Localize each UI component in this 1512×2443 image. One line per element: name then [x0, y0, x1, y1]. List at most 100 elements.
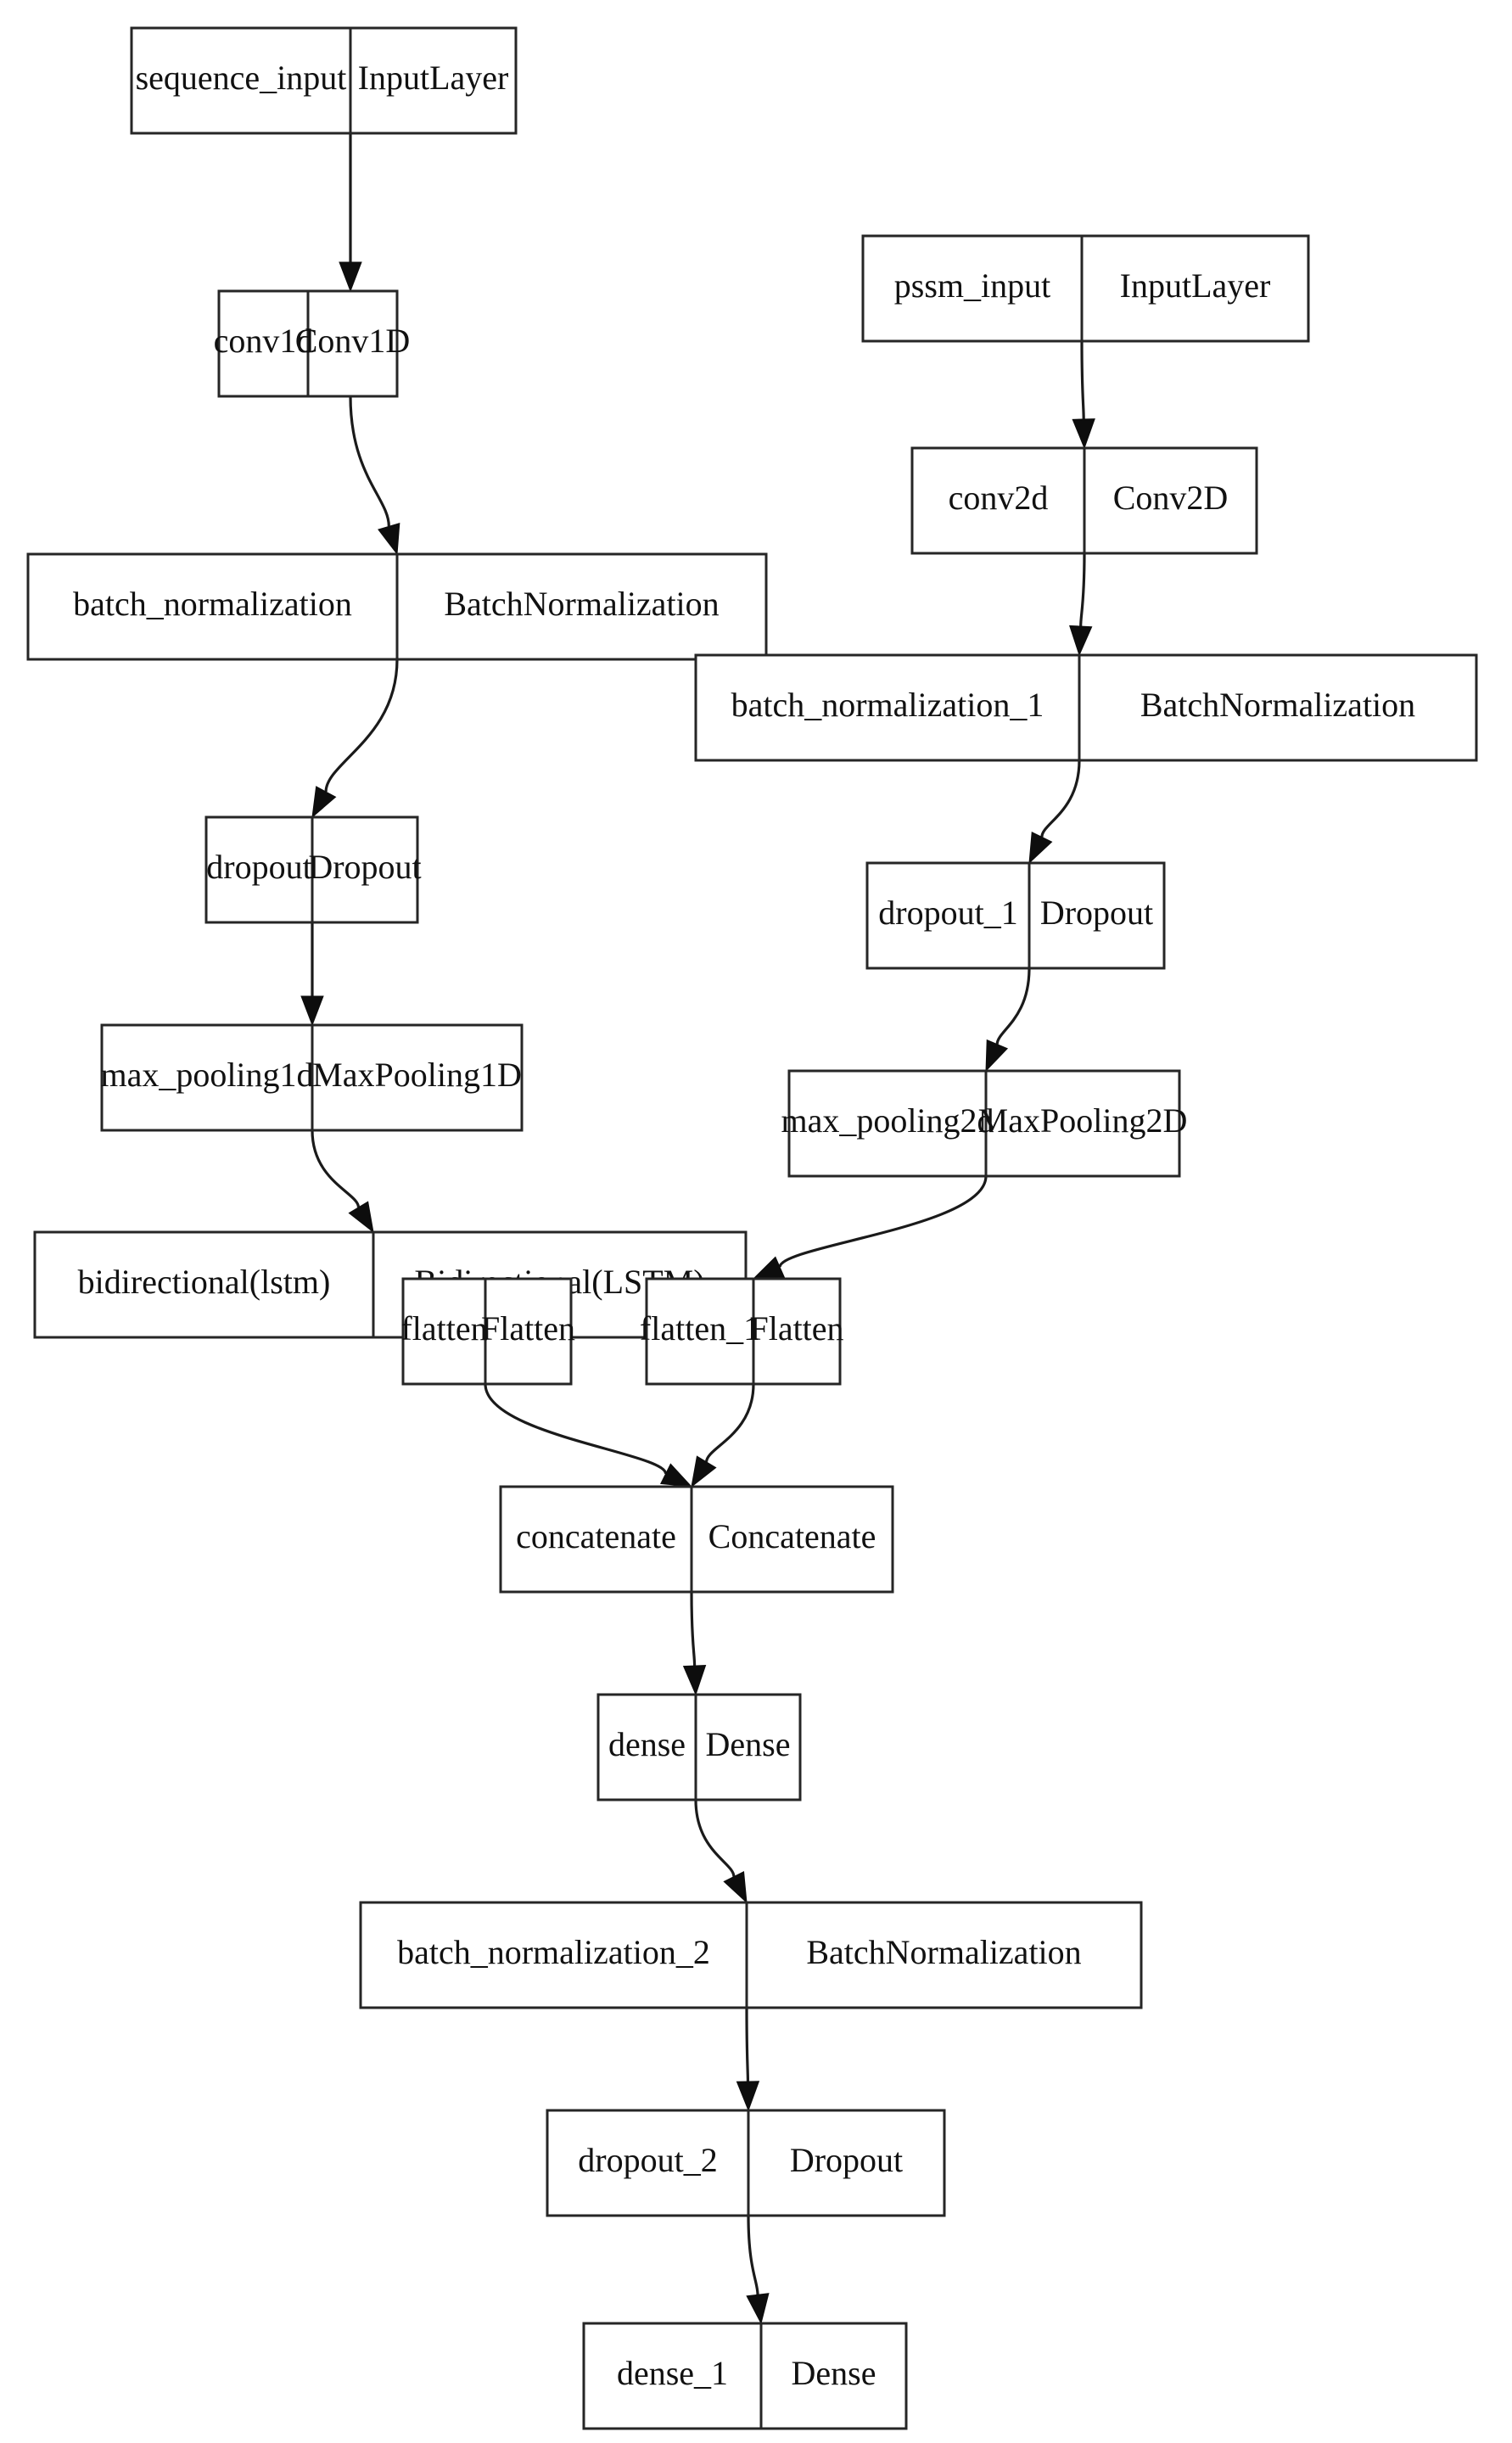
layer-node-dense_1[interactable]: dense_1 Dense	[582, 2322, 908, 2430]
edge-dropout_2-to-dense_1	[746, 2215, 770, 2325]
layer-name-label: dense_1	[617, 2354, 728, 2392]
edge-line	[778, 1175, 988, 1268]
layer-name-label: dropout_2	[578, 2141, 717, 2179]
layer-type-label: MaxPooling1D	[312, 1056, 522, 1094]
layer-node-border	[401, 1277, 573, 1386]
edge-line	[694, 1799, 736, 1877]
layer-node-border	[787, 1069, 1181, 1178]
layer-node-border	[130, 26, 518, 135]
layer-name-label: max_pooling1d	[100, 1056, 313, 1094]
layer-node-border	[694, 653, 1478, 762]
layer-name-label: flatten_1	[640, 1309, 760, 1348]
arrowhead-icon	[1072, 418, 1095, 450]
layer-node-pssm_input[interactable]: pssm_input InputLayer	[861, 234, 1310, 343]
layer-node-batch_normalization[interactable]: batch_normalization BatchNormalization	[26, 552, 768, 661]
layer-node-border	[359, 1901, 1143, 2009]
layer-node-dropout_1[interactable]: dropout_1 Dropout	[865, 861, 1166, 970]
edge-line	[311, 1129, 361, 1208]
edge-max_pooling1d-to-bidirectional_lstm	[311, 1129, 374, 1234]
arrowhead-icon	[311, 786, 337, 819]
edge-dropout-to-max_pooling1d	[300, 922, 324, 1027]
layer-type-label: Flatten	[749, 1309, 843, 1348]
edge-line	[324, 658, 399, 793]
layer-node-border	[546, 2109, 946, 2217]
layer-type-label: Flatten	[481, 1309, 575, 1348]
layer-name-label: conv2d	[949, 479, 1049, 517]
layer-type-label: InputLayer	[358, 59, 509, 97]
arrowhead-icon	[752, 1256, 786, 1280]
arrowhead-icon	[1069, 625, 1093, 657]
edge-dense-to-batch_normalization_2	[694, 1799, 748, 1904]
arrowhead-icon	[985, 1039, 1009, 1073]
layer-node-dense[interactable]: dense Dense	[596, 1693, 802, 1801]
layer-name-label: bidirectional(lstm)	[78, 1263, 331, 1301]
arrowhead-icon	[723, 1870, 748, 1904]
edge-line	[349, 395, 390, 527]
layer-node-batch_normalization_2[interactable]: batch_normalization_2 BatchNormalization	[359, 1901, 1143, 2009]
layer-node-border	[499, 1485, 894, 1594]
edge-flatten_1-to-concatenate	[691, 1383, 755, 1488]
edge-line	[1040, 759, 1081, 838]
edge-conv1d-to-batch_normalization	[349, 395, 400, 556]
layer-type-label: Dropout	[308, 848, 421, 886]
layer-type-label: BatchNormalization	[806, 1933, 1081, 1971]
layer-type-label: Concatenate	[708, 1517, 876, 1555]
layer-node-batch_normalization_1[interactable]: batch_normalization_1 BatchNormalization	[694, 653, 1478, 762]
layer-node-dropout_2[interactable]: dropout_2 Dropout	[546, 2109, 946, 2217]
layer-type-label: Conv1D	[295, 322, 411, 360]
arrowhead-icon	[378, 523, 400, 556]
layer-node-border	[33, 1230, 748, 1339]
edge-line	[1080, 340, 1085, 420]
layer-type-label: BatchNormalization	[444, 585, 719, 623]
layer-node-border	[861, 234, 1310, 343]
layer-type-label: Dropout	[1040, 894, 1153, 932]
edge-line	[690, 1591, 697, 1667]
layer-node-concatenate[interactable]: concatenate Concatenate	[499, 1485, 894, 1594]
layer-name-label: pssm_input	[894, 266, 1050, 305]
edge-line	[745, 2007, 750, 2082]
arrowhead-icon	[348, 1201, 374, 1234]
layer-type-label: Dense	[792, 2354, 876, 2392]
edge-line	[995, 967, 1031, 1045]
layer-name-label: concatenate	[516, 1517, 676, 1555]
layer-name-label: dense	[608, 1725, 686, 1763]
edge-dropout_1-to-max_pooling2d	[985, 967, 1031, 1073]
arrowhead-icon	[339, 261, 362, 293]
layer-name-label: conv1d	[214, 322, 314, 360]
edge-batch_normalization_2-to-dropout_2	[736, 2007, 760, 2112]
edge-batch_normalization_1-to-dropout_1	[1028, 759, 1081, 865]
arrowhead-icon	[659, 1463, 693, 1488]
layer-type-label: MaxPooling2D	[978, 1101, 1188, 1140]
edge-sequence_input-to-conv1d	[339, 133, 362, 293]
edge-flatten-to-concatenate	[484, 1383, 693, 1488]
layer-type-label: BatchNormalization	[1140, 686, 1415, 724]
arrowhead-icon	[736, 2081, 760, 2112]
arrowhead-icon	[682, 1664, 707, 1696]
edge-line	[704, 1383, 755, 1463]
arrowhead-icon	[300, 995, 324, 1027]
layer-name-label: batch_normalization	[73, 585, 352, 623]
layer-node-border	[596, 1693, 802, 1801]
layer-type-label: Dense	[706, 1725, 791, 1763]
layer-node-sequence_input[interactable]: sequence_input InputLayer	[130, 26, 518, 135]
edge-pssm_input-to-conv2d	[1072, 340, 1095, 450]
arrowhead-icon	[1028, 831, 1053, 865]
layer-type-label: InputLayer	[1120, 266, 1271, 305]
layer-name-label: sequence_input	[136, 59, 347, 97]
layer-name-label: dropout_1	[878, 894, 1017, 932]
layer-type-label: Dropout	[790, 2141, 903, 2179]
layer-name-label: dropout	[206, 848, 311, 886]
layer-node-border	[582, 2322, 908, 2430]
layer-name-label: batch_normalization_1	[731, 686, 1044, 724]
edge-line	[1079, 552, 1086, 627]
layer-name-label: batch_normalization_2	[397, 1933, 710, 1971]
